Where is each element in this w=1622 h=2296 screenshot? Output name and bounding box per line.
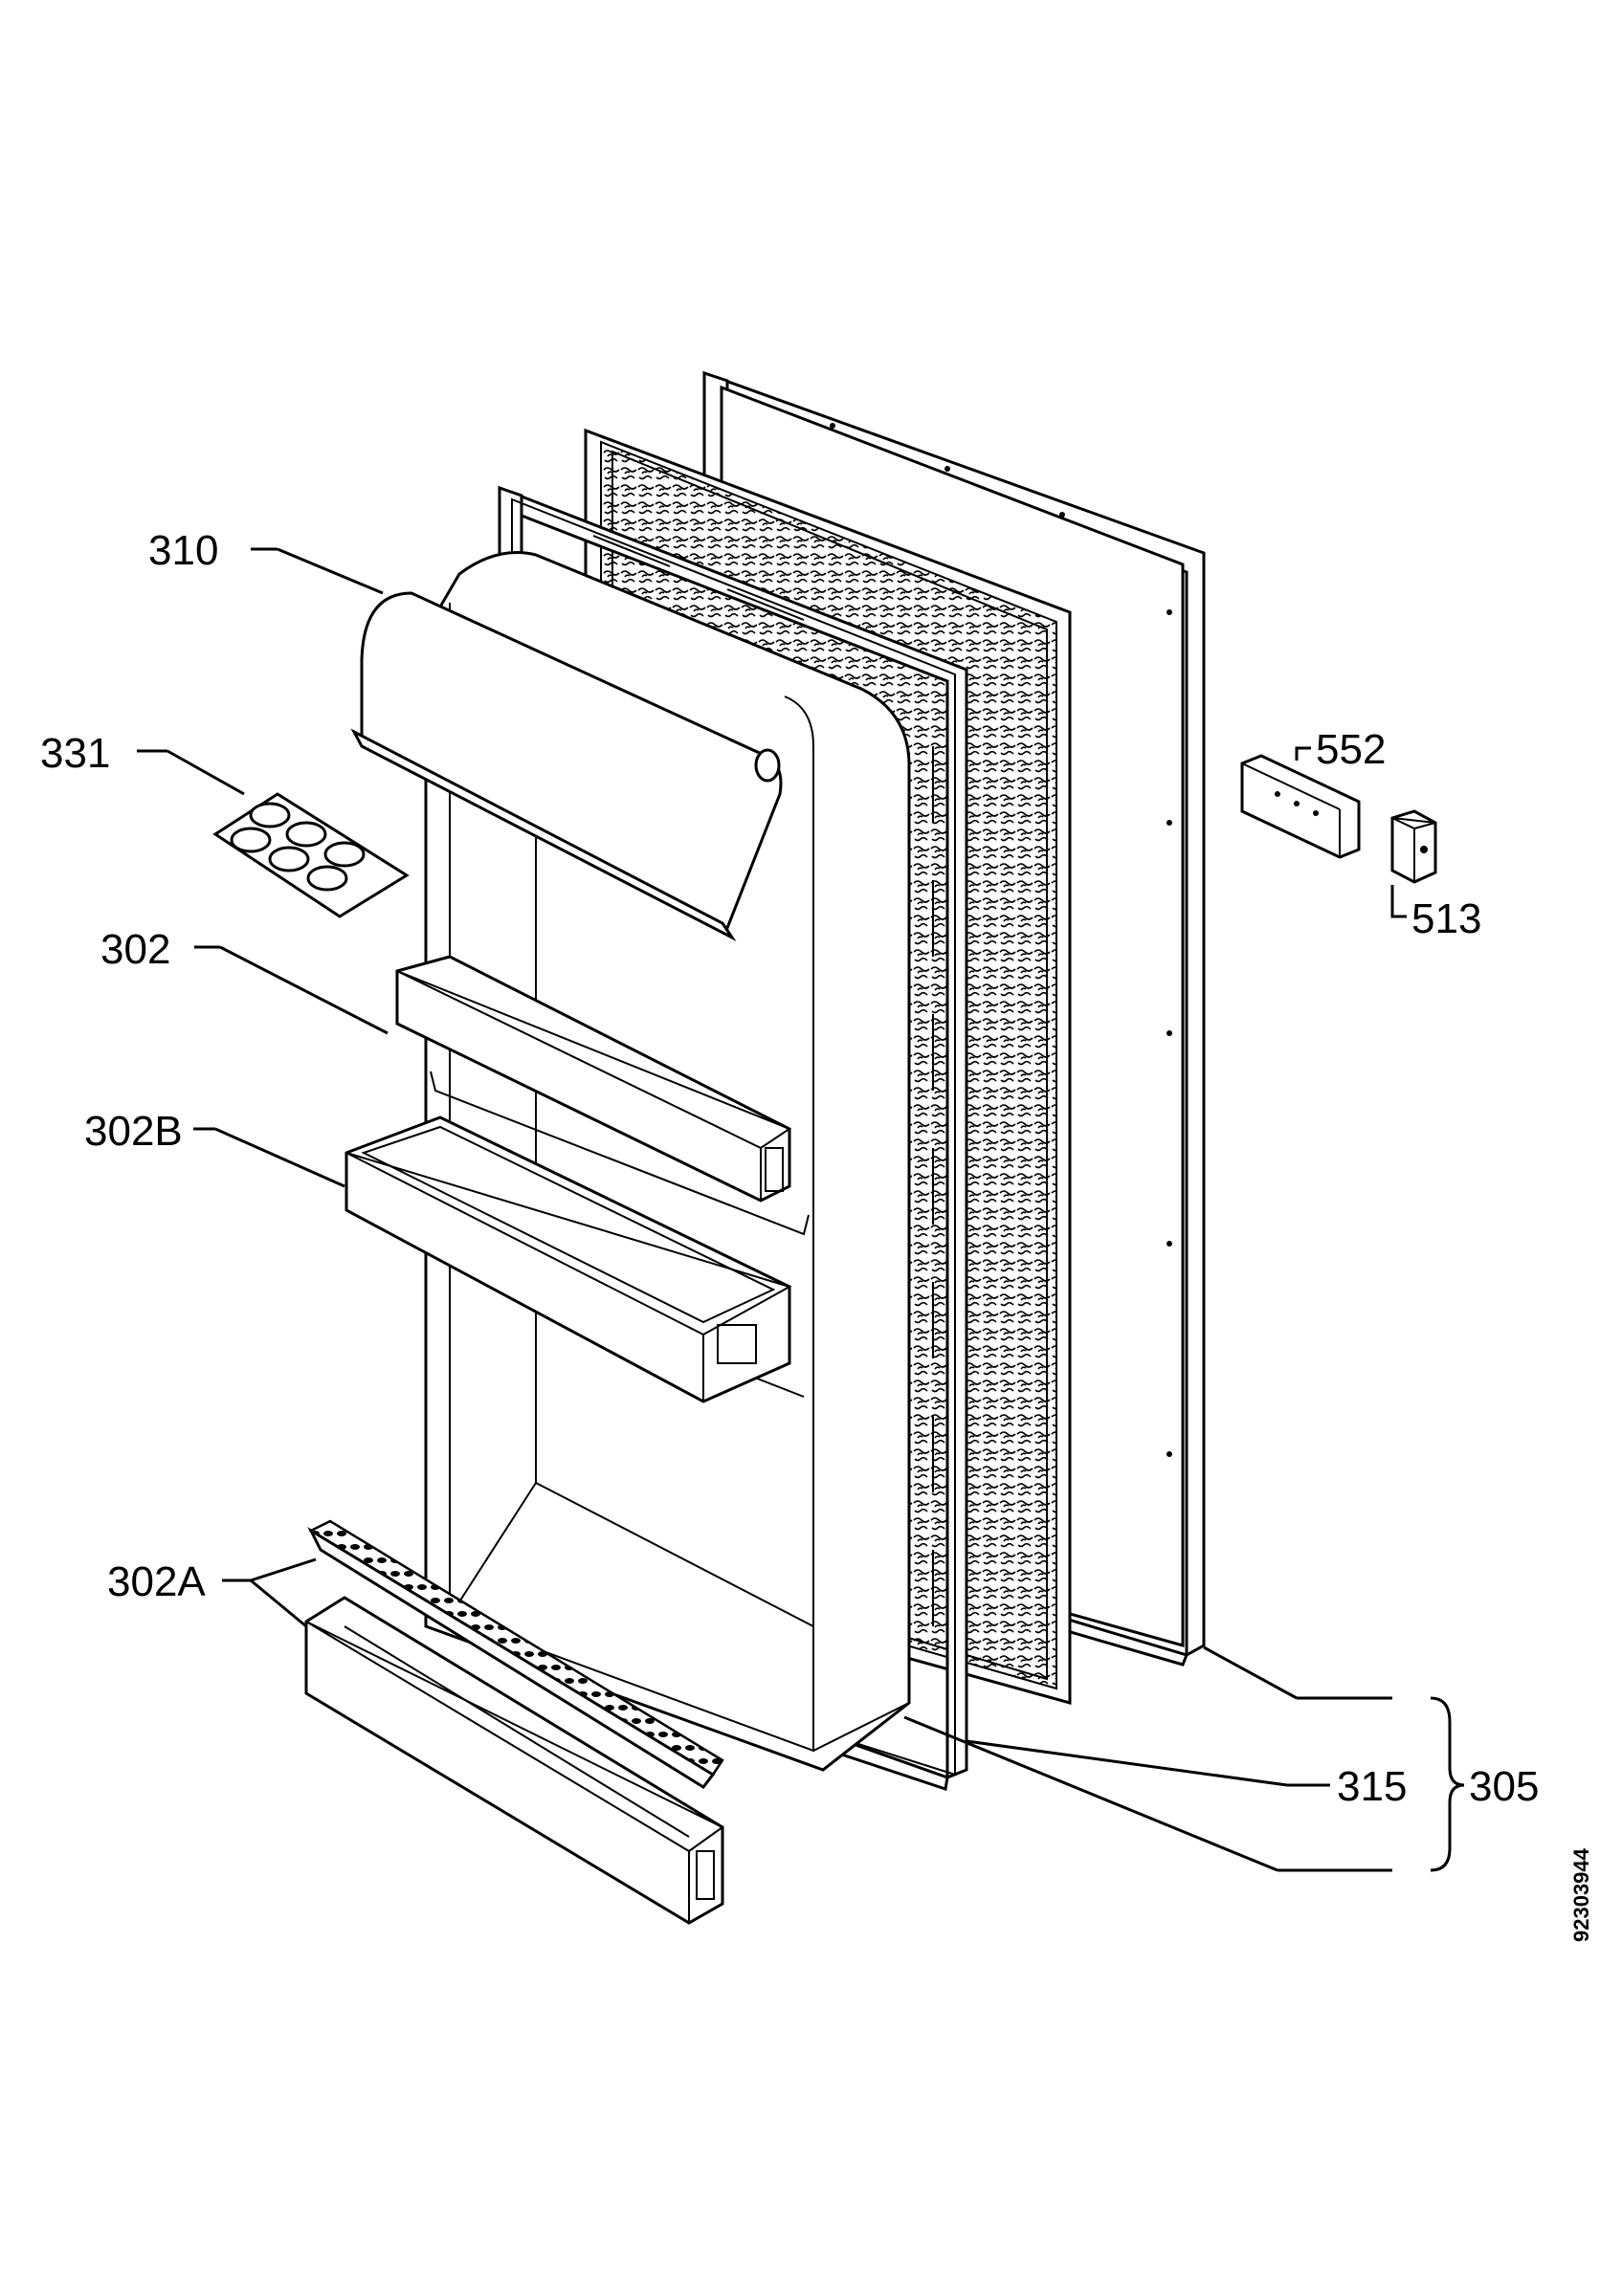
label-302a: 302A — [107, 1558, 206, 1605]
part-310-dairy-compartment — [350, 591, 783, 941]
gasket-slots — [592, 535, 934, 1626]
part-552-hinge-plate — [1240, 754, 1361, 859]
part-302a-bottle-shelf-grille — [307, 1519, 724, 1789]
panel-rivets — [830, 423, 1172, 1457]
part-302b-door-bin — [344, 1115, 792, 1403]
document-number: 92303944 — [1569, 1847, 1593, 1942]
label-310: 310 — [148, 527, 218, 574]
leader-lines — [137, 547, 1465, 1872]
label-305: 305 — [1469, 1763, 1539, 1810]
label-331: 331 — [40, 730, 110, 777]
part-302-door-shelf — [395, 955, 792, 1203]
label-513: 513 — [1411, 895, 1481, 942]
label-552: 552 — [1316, 726, 1386, 773]
part-labels: 310 331 302 302B 302A 552 513 315 305 — [40, 527, 1539, 1810]
part-302a-bottle-shelf — [304, 1596, 724, 1925]
part-331-egg-tray — [212, 792, 410, 918]
label-302: 302 — [100, 926, 170, 973]
label-315: 315 — [1337, 1763, 1407, 1810]
door-liner — [424, 551, 911, 1772]
part-513-hinge-bracket — [1390, 809, 1437, 884]
label-302b: 302B — [84, 1108, 183, 1155]
